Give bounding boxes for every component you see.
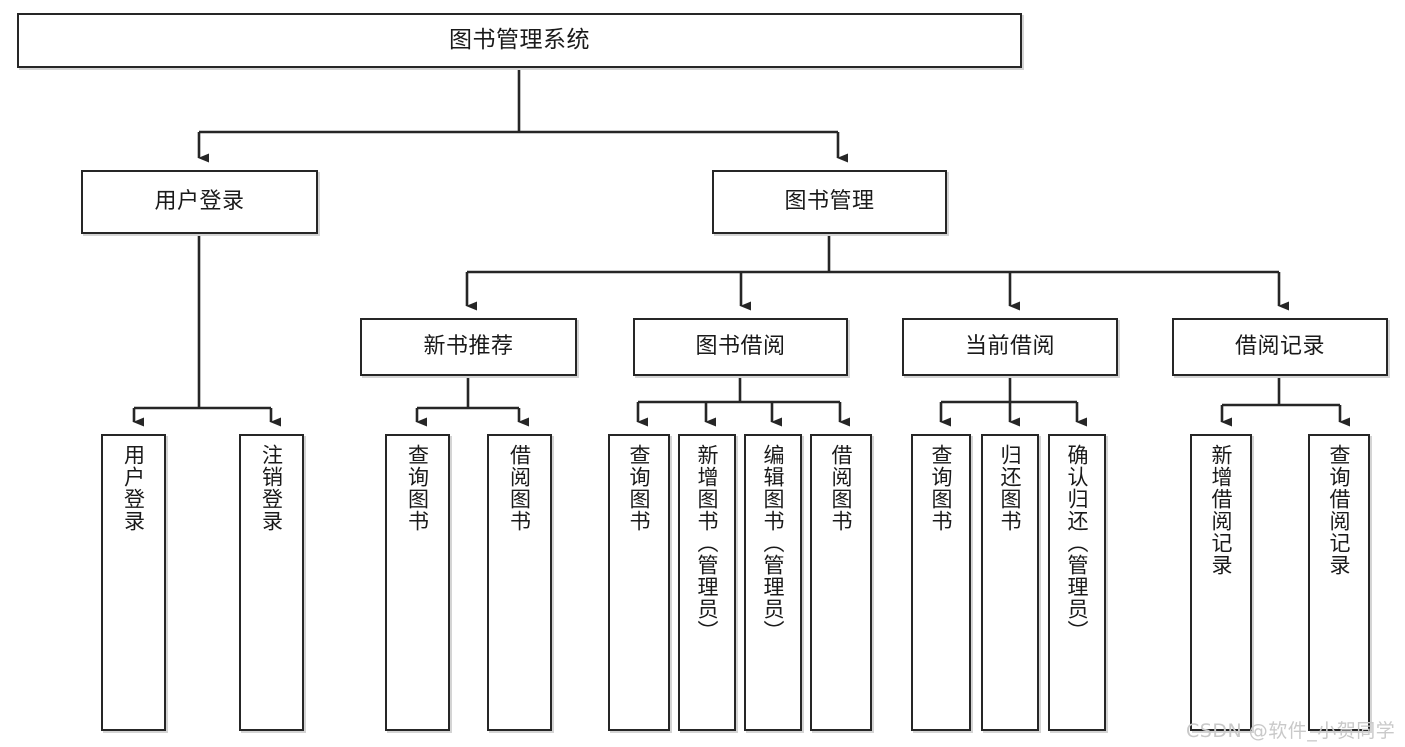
leaf-record-add-record[interactable]: 新增借阅记录 (1190, 434, 1252, 731)
node-label: 借阅图书 (507, 444, 532, 532)
node-root-library-system[interactable]: 图书管理系统 (17, 13, 1022, 68)
node-label: 用户登录 (121, 444, 146, 532)
leaf-current-query-book[interactable]: 查询图书 (911, 434, 971, 731)
leaf-current-return-book[interactable]: 归还图书 (981, 434, 1039, 731)
leaf-borrow-edit-book-admin[interactable]: 编辑图书（管理员） (744, 434, 802, 731)
node-label: 确认归还（管理员） (1065, 444, 1090, 642)
node-label: 借阅图书 (829, 444, 854, 532)
node-label: 当前借阅 (964, 333, 1055, 359)
node-label: 查询图书 (405, 444, 430, 532)
node-book-management[interactable]: 图书管理 (712, 170, 947, 234)
leaf-user-login-login[interactable]: 用户登录 (101, 434, 166, 731)
node-label: 新书推荐 (423, 333, 514, 359)
leaf-borrow-add-book-admin[interactable]: 新增图书（管理员） (678, 434, 736, 731)
node-new-book-recommend[interactable]: 新书推荐 (360, 318, 577, 376)
node-label: 归还图书 (998, 444, 1023, 532)
node-borrow-record[interactable]: 借阅记录 (1172, 318, 1388, 376)
leaf-user-login-logout[interactable]: 注销登录 (239, 434, 304, 731)
node-label: 查询图书 (627, 444, 652, 532)
node-label: 查询借阅记录 (1327, 444, 1352, 576)
leaf-borrow-query-book[interactable]: 查询图书 (608, 434, 670, 731)
node-label: 用户登录 (154, 188, 245, 214)
leaf-recommend-borrow-book[interactable]: 借阅图书 (487, 434, 552, 731)
leaf-record-query-record[interactable]: 查询借阅记录 (1308, 434, 1370, 731)
node-label: 编辑图书（管理员） (761, 444, 786, 642)
node-book-borrow[interactable]: 图书借阅 (633, 318, 848, 376)
node-label: 借阅记录 (1234, 333, 1325, 359)
leaf-current-confirm-return-admin[interactable]: 确认归还（管理员） (1048, 434, 1106, 731)
node-label: 查询图书 (929, 444, 954, 532)
node-label: 新增借阅记录 (1209, 444, 1234, 576)
csdn-watermark: CSDN @软件_小贺同学 (1186, 720, 1396, 742)
leaf-borrow-borrow-book[interactable]: 借阅图书 (810, 434, 872, 731)
node-current-borrow[interactable]: 当前借阅 (902, 318, 1118, 376)
node-label: 图书管理 (784, 188, 875, 214)
leaf-recommend-query-book[interactable]: 查询图书 (385, 434, 450, 731)
node-label: 新增图书（管理员） (695, 444, 720, 642)
node-user-login[interactable]: 用户登录 (81, 170, 318, 234)
node-label: 注销登录 (259, 444, 284, 532)
node-label: 图书借阅 (695, 333, 786, 359)
node-label: 图书管理系统 (449, 26, 590, 53)
